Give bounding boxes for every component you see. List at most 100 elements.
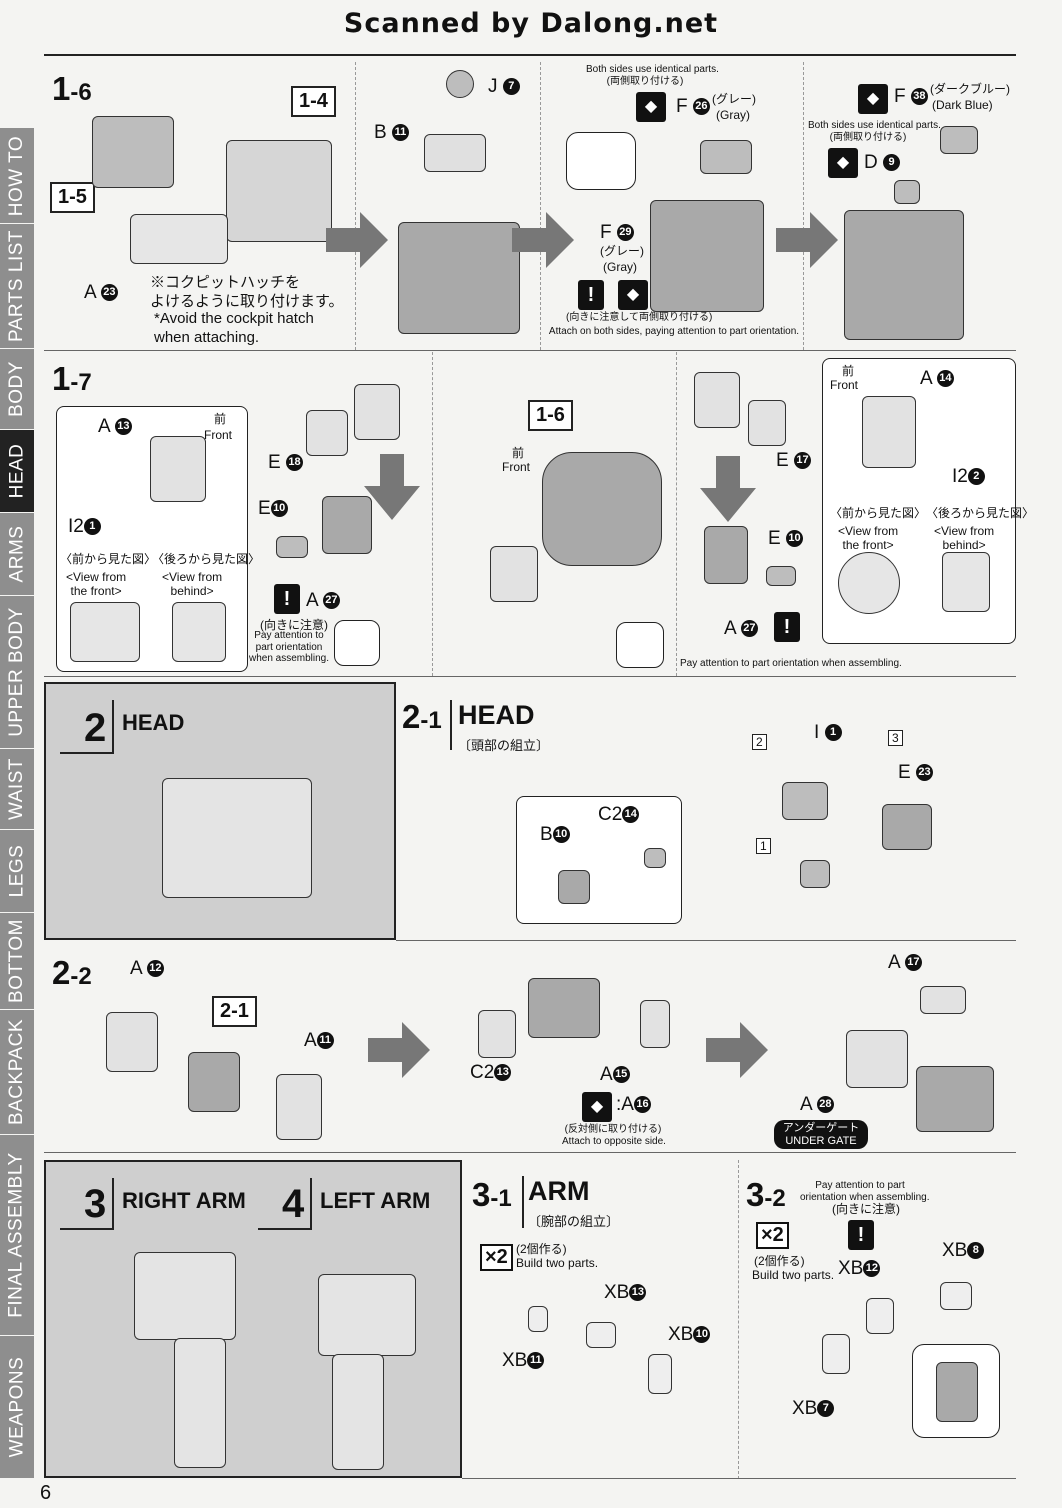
part-label: E 17 xyxy=(776,450,811,472)
top-rule xyxy=(44,54,1016,56)
ref-box: 1-6 xyxy=(528,400,573,431)
step-number: 2 xyxy=(84,706,107,750)
part-illustration xyxy=(936,1362,978,1422)
color-en: (Gray) xyxy=(716,108,750,122)
step-3-2-panel xyxy=(738,1160,1016,1479)
orient-en: Pay attention to part orientation when a… xyxy=(248,630,330,664)
front-jp: 前 xyxy=(842,364,855,378)
tab-waist[interactable]: WAIST xyxy=(0,749,34,830)
part-illustration xyxy=(478,1010,516,1058)
front-en: Front xyxy=(204,428,233,442)
part-label: B 11 xyxy=(374,122,409,144)
tab-body[interactable]: BODY xyxy=(0,349,34,430)
view-front-jp: 〈前から見た図〉 xyxy=(830,506,927,520)
divider xyxy=(432,352,433,676)
color-en: (Dark Blue) xyxy=(932,98,993,112)
part-label: E 18 xyxy=(268,452,303,474)
tab-bottom[interactable]: BOTTOM xyxy=(0,913,34,1010)
next-arrow-icon xyxy=(776,212,838,268)
tab-parts-list[interactable]: PARTS LIST xyxy=(0,224,34,349)
tab-backpack[interactable]: BACKPACK xyxy=(0,1010,34,1135)
step-number: 4 xyxy=(282,1182,305,1226)
both-sides-icon: ◆ xyxy=(858,84,888,114)
orient-jp: (向きに注意) xyxy=(260,618,328,632)
note-en: Both sides use identical parts. xyxy=(808,120,941,131)
right-arm-illustration xyxy=(134,1252,236,1340)
color-jp: (ダークブルー) xyxy=(930,82,1010,96)
step-1-7-row xyxy=(44,352,1016,677)
next-arrow-icon xyxy=(326,212,388,268)
front-jp: 前 xyxy=(214,412,227,426)
step-number: 1-7 xyxy=(52,360,92,397)
step-number: 3-1 xyxy=(472,1176,512,1213)
tab-upper-body[interactable]: UPPER BODY xyxy=(0,596,34,749)
front-en: Front xyxy=(830,378,859,392)
sidebar: HOW TO PARTS LIST BODY HEAD ARMS UPPER B… xyxy=(0,128,34,1479)
part-label: D 9 xyxy=(864,152,901,174)
title-rule xyxy=(522,1176,524,1228)
caution-icon: ! xyxy=(274,584,300,614)
build-jp: (2個作る) xyxy=(516,1242,567,1256)
orient-jp: (向きに注意) xyxy=(832,1202,900,1216)
part-illustration xyxy=(916,1066,994,1132)
step-box xyxy=(60,700,114,754)
down-arrow-icon xyxy=(364,454,420,520)
sequence-tag: 2 xyxy=(752,734,767,751)
down-arrow-icon xyxy=(700,456,756,522)
tab-weapons[interactable]: WEAPONS xyxy=(0,1336,34,1479)
part-label: F 29 xyxy=(600,222,634,244)
part-illustration xyxy=(846,1030,908,1088)
part-label: A 13 xyxy=(98,416,132,438)
part-illustration xyxy=(322,496,372,554)
next-arrow-icon xyxy=(706,1022,768,1078)
caution-icon: ! xyxy=(578,280,604,310)
step-number: 3-2 xyxy=(746,1176,786,1213)
opposite-side-icon: ◆ xyxy=(582,1092,612,1122)
assembly-illustration xyxy=(542,452,662,566)
tab-arms[interactable]: ARMS xyxy=(0,513,34,596)
part-label: A 27 xyxy=(306,590,340,612)
quantity-badge: ×2 xyxy=(480,1244,513,1271)
note-jp: ※コクピットハッチを よけるように取り付けます。 xyxy=(150,274,344,310)
step-number: 1-6 xyxy=(52,70,92,107)
part-illustration xyxy=(782,782,828,820)
part-illustration xyxy=(306,410,348,456)
part-illustration xyxy=(648,1354,672,1394)
step-3-1-panel xyxy=(462,1160,739,1479)
step-title: ARM xyxy=(528,1176,590,1206)
tab-head[interactable]: HEAD xyxy=(0,430,34,513)
color-jp: (グレー) xyxy=(600,244,644,258)
tab-how-to[interactable]: HOW TO xyxy=(0,128,34,224)
sequence-tag: 3 xyxy=(888,730,903,747)
part-illustration xyxy=(862,396,916,468)
tab-legs[interactable]: LEGS xyxy=(0,830,34,913)
divider xyxy=(803,62,804,350)
step-title: LEFT ARM xyxy=(320,1188,431,1213)
part-illustration xyxy=(704,526,748,584)
part-illustration xyxy=(106,1012,158,1072)
part-illustration xyxy=(920,986,966,1014)
part-illustration xyxy=(528,1306,548,1332)
divider xyxy=(540,62,541,350)
tab-final-assembly[interactable]: FINAL ASSEMBLY xyxy=(0,1135,34,1336)
part-illustration xyxy=(70,602,140,662)
front-en: Front xyxy=(502,460,531,474)
part-illustration xyxy=(644,848,666,868)
note-en: Both sides use identical parts. xyxy=(586,64,719,75)
ref-box: 1-4 xyxy=(291,86,336,117)
part-illustration xyxy=(766,566,796,586)
view-behind-jp: 〈後ろから見た図〉 xyxy=(152,552,261,566)
ref-box: 1-5 xyxy=(50,182,95,213)
part-illustration xyxy=(354,384,400,440)
ref-box: 2-1 xyxy=(212,996,257,1027)
note-en: Attach on both sides, paying attention t… xyxy=(548,326,800,337)
part-illustration xyxy=(700,140,752,174)
front-jp: 前 xyxy=(512,446,525,460)
step-number: 2-1 xyxy=(402,698,442,735)
